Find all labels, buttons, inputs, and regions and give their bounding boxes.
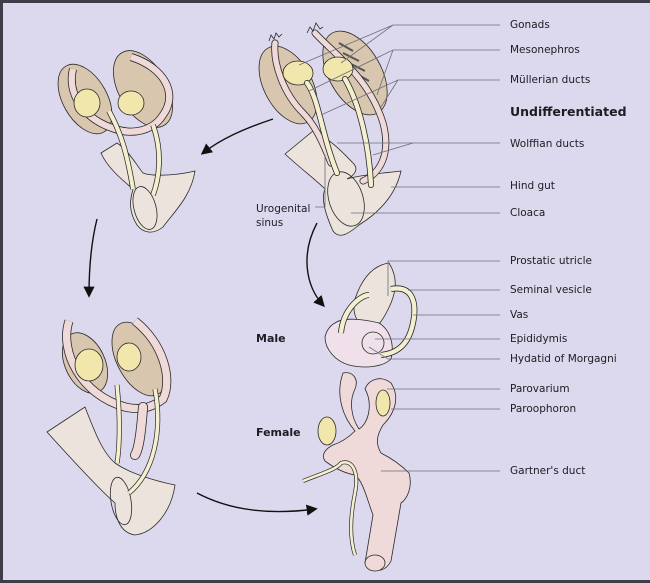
gonad-left — [282, 60, 314, 86]
label-gartners-duct: Gartner's duct — [510, 465, 586, 477]
progression-arrows — [83, 118, 325, 516]
label-sinus: sinus — [256, 217, 284, 229]
label-seminal-vesicle: Seminal vesicle — [510, 284, 592, 296]
urogenital-sinus-shape — [284, 130, 402, 236]
undifferentiated-leaders — [298, 24, 500, 214]
label-gonads: Gonads — [510, 19, 550, 31]
male-leaders — [368, 260, 500, 360]
label-mullerian-ducts: Müllerian ducts — [510, 74, 591, 86]
female-leaders — [381, 388, 500, 472]
arrow-left-down — [83, 218, 98, 298]
label-wolffian-ducts: Wolffian ducts — [510, 138, 585, 150]
stage-title-female: Female — [256, 426, 301, 439]
label-parovarium: Parovarium — [510, 383, 570, 395]
transitional-diagram-upper — [57, 50, 196, 233]
stage-title-undifferentiated: Undifferentiated — [510, 104, 627, 119]
fimbria-right — [306, 22, 324, 34]
label-hydatid-of-morgagni: Hydatid of Morgagni — [510, 353, 617, 365]
figure-panel: Gonads Mesonephros Müllerian ducts Undif… — [3, 3, 650, 580]
label-prostatic-utricle: Prostatic utricle — [510, 255, 592, 267]
male-diagram — [324, 262, 418, 368]
gonad-right — [322, 56, 354, 82]
label-vas: Vas — [510, 309, 529, 321]
label-cloaca: Cloaca — [510, 207, 546, 219]
label-mesonephros: Mesonephros — [510, 44, 580, 56]
arrow-undiff-to-left — [200, 118, 274, 155]
transitional-diagram-lower — [46, 317, 176, 536]
fimbria-left — [268, 32, 283, 42]
arrow-undiff-to-male — [306, 222, 325, 308]
label-hind-gut: Hind gut — [510, 180, 555, 192]
label-epididymis: Epididymis — [510, 333, 568, 345]
label-paroophoron: Paroophoron — [510, 403, 577, 415]
stage-title-male: Male — [256, 332, 286, 345]
female-diagram — [302, 372, 411, 572]
label-urogenital: Urogenital — [256, 203, 311, 215]
diagram-canvas — [46, 22, 500, 572]
arrow-lower-to-female — [196, 492, 318, 516]
mesonephros-left — [258, 45, 318, 125]
